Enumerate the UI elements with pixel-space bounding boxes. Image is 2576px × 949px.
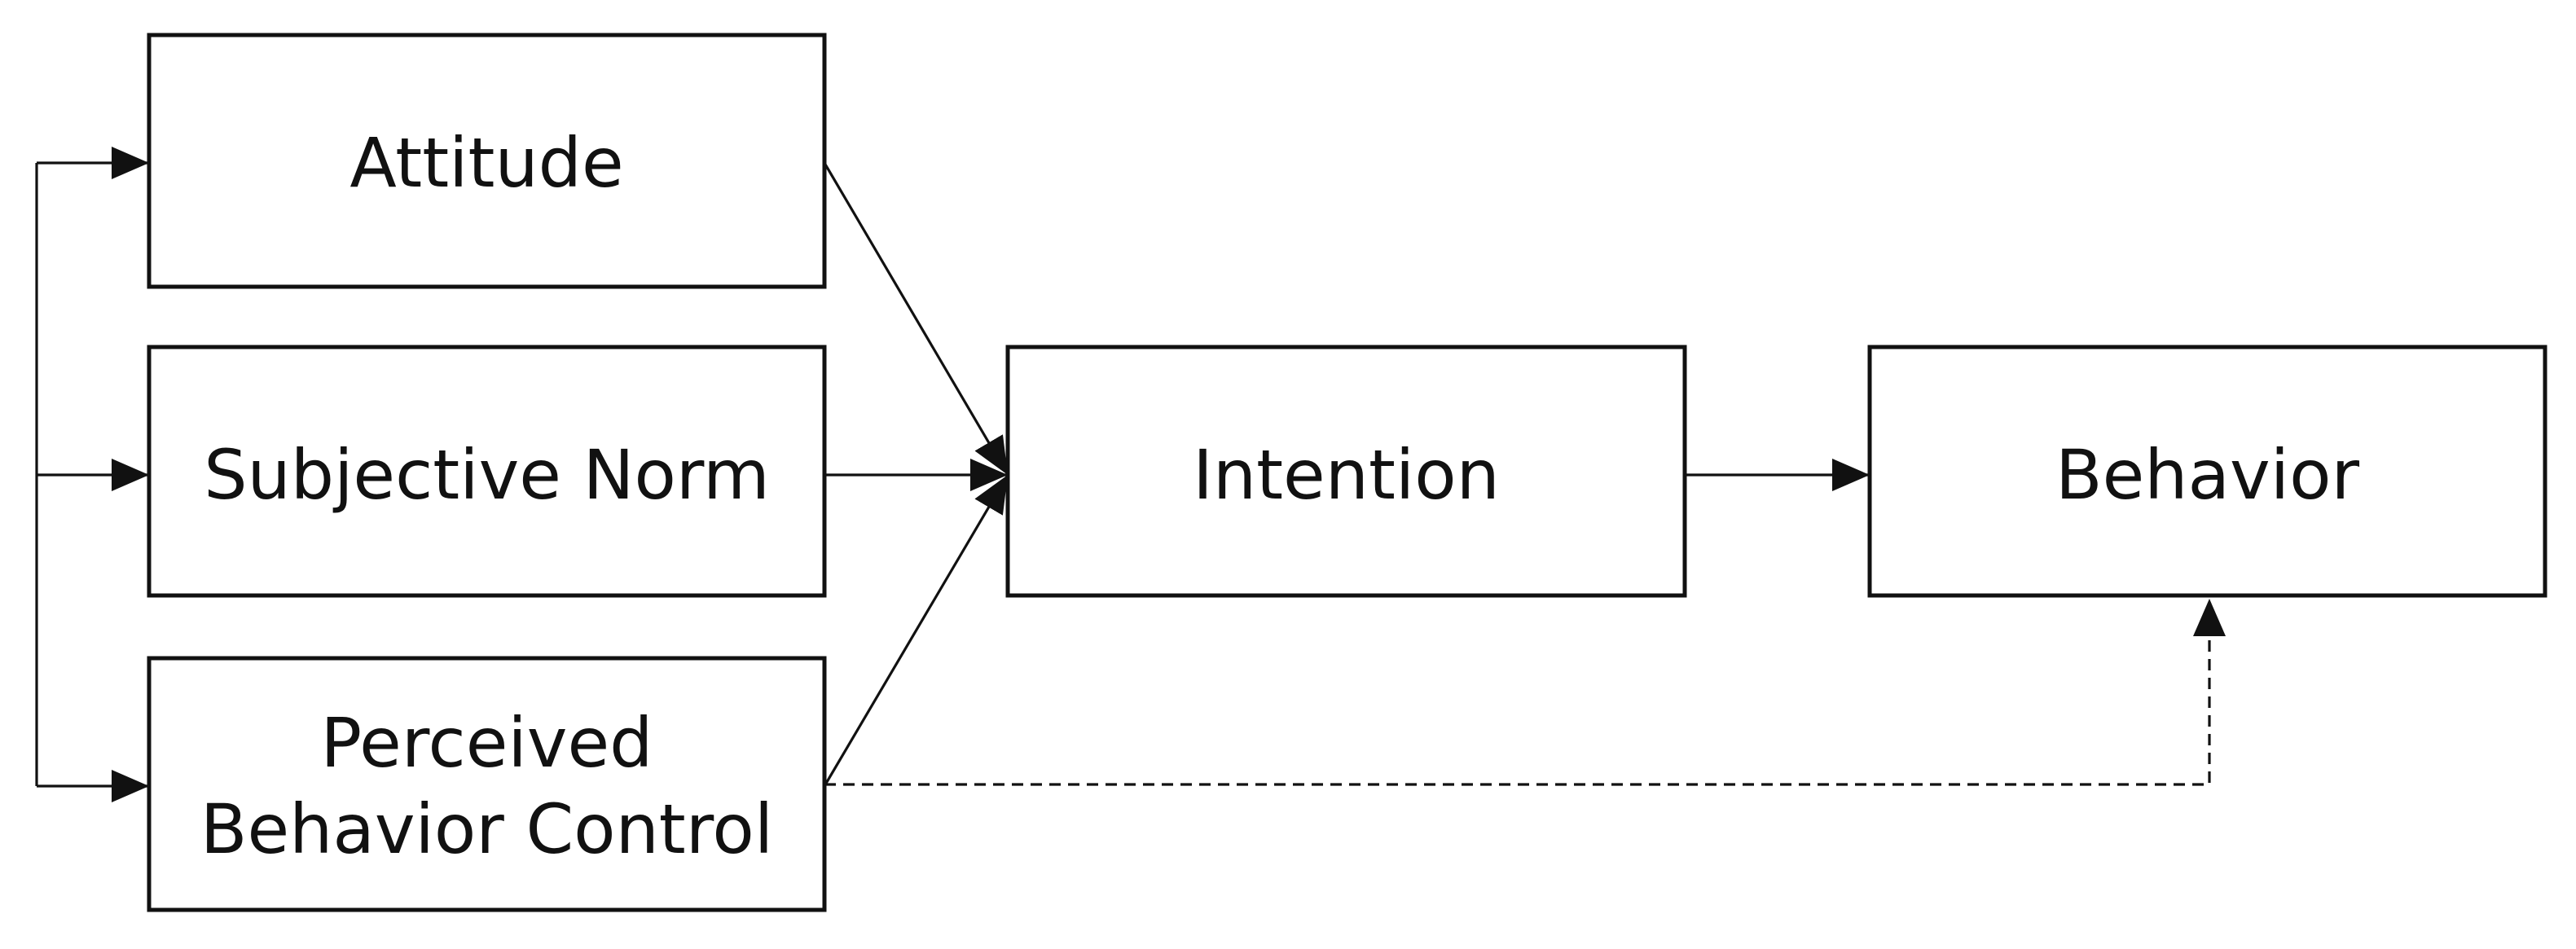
subjective-norm-label: Subjective Norm: [204, 435, 770, 515]
intention-box: [1005, 345, 1687, 598]
intention-label: Intention: [1193, 435, 1500, 515]
attitude-to-intention-arrow: [823, 162, 1009, 476]
pbc-box: [147, 656, 827, 912]
pbc-to-intention-arrow: [823, 474, 1009, 787]
attitude-label: Attitude: [349, 123, 623, 203]
pbc-to-behavior-dashed-arrow: [824, 599, 2226, 786]
attitude-box: [147, 33, 827, 289]
node-perceived-behavior-control: Perceived Behavior Control: [147, 656, 827, 912]
pbc-label-line2: Behavior Control: [200, 789, 773, 869]
behavior-label: Behavior: [2055, 435, 2359, 515]
pbc-label-line1: Perceived: [321, 703, 653, 783]
edges: [35, 147, 2226, 802]
subjective-norm-box: [147, 345, 827, 598]
node-behavior: Behavior: [1867, 345, 2547, 598]
node-attitude: Attitude: [147, 33, 827, 289]
node-subjective-norm: Subjective Norm: [147, 345, 827, 598]
node-intention: Intention: [1005, 345, 1687, 598]
behavior-box: [1867, 345, 2547, 598]
